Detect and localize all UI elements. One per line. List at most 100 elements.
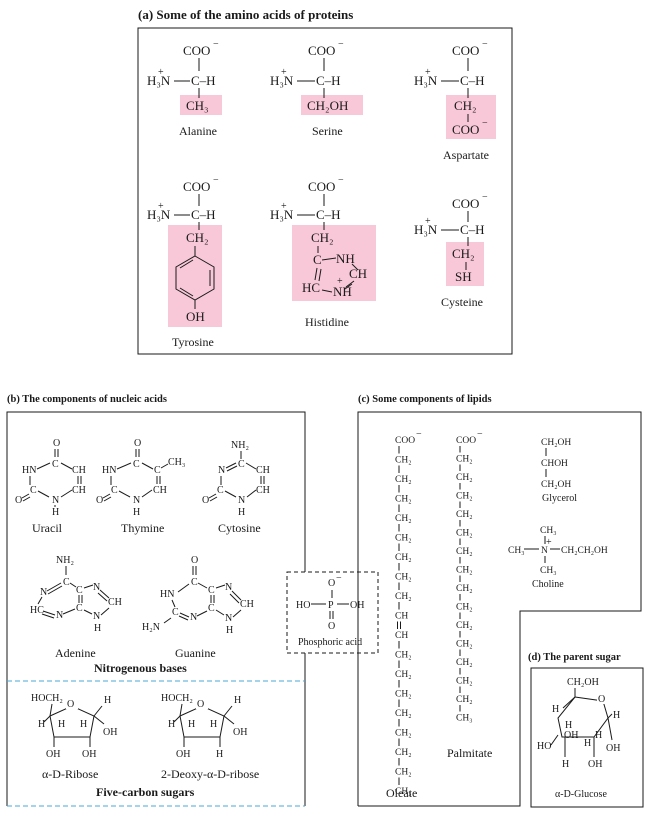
phosphorus: P — [328, 600, 334, 611]
svg-text:C: C — [76, 585, 83, 596]
carboxylate-minus: − — [477, 429, 483, 440]
svg-text:OH: OH — [564, 730, 578, 741]
oleate-unit: CH — [395, 612, 408, 622]
svg-text:C: C — [154, 465, 161, 476]
serine-hydroxymethyl: CH₂OH — [307, 98, 348, 113]
palmitate-unit: CH₂ — [456, 455, 473, 465]
svg-text:N: N — [40, 587, 47, 598]
svg-text:C: C — [30, 485, 37, 496]
alanine-side-chain-highlight — [180, 95, 222, 115]
oleate-unit: CH₂ — [395, 768, 412, 778]
tyrosine-alpha-carbon: C–H — [191, 207, 216, 222]
aspartate-side-chain-highlight — [446, 95, 496, 139]
oleate-unit: CH₂ — [395, 534, 412, 544]
ribose-label: α-D-Ribose — [42, 767, 98, 781]
oleate-unit: CH₂ — [395, 475, 412, 485]
svg-text:N: N — [93, 611, 100, 622]
tyrosine-minus: − — [213, 175, 219, 186]
phosphoric-acid-label: Phosphoric acid — [298, 637, 362, 648]
deoxyribose-structure: HOCH₂ O H OH H H H OH H 2-Deoxy-α-D-ribo… — [161, 693, 259, 781]
svg-text:O: O — [67, 699, 74, 710]
aspartate-methylene: CH₂ — [454, 98, 477, 113]
cysteine-alpha-carbon: C–H — [460, 222, 485, 237]
svg-text:CH₂OH: CH₂OH — [541, 438, 571, 448]
cytosine-structure: NH₂ N C CH CH C N H O Cytosine — [202, 440, 270, 535]
phosphoric-top-oxygen: O — [328, 578, 335, 589]
oleate-unit: CH₂ — [395, 729, 412, 739]
guanine-structure: O C HN C H₂N N C C N CH N H Guanine — [142, 555, 254, 660]
svg-text:H: H — [565, 720, 572, 731]
palmitate-unit: CH₂ — [456, 529, 473, 539]
cysteine-label: Cysteine — [441, 295, 483, 309]
choline-plus: + — [546, 537, 552, 548]
ribose-ring — [49, 705, 95, 738]
palmitate-unit: CH₂ — [456, 695, 473, 705]
oleate-unit: CH₂ — [395, 456, 412, 466]
svg-text:N: N — [541, 546, 548, 556]
svg-text:N: N — [238, 495, 245, 506]
svg-text:HO: HO — [537, 741, 551, 752]
tyrosine-structure: COO − H₃N + C–H CH₂ OH Tyrosine — [147, 175, 222, 349]
svg-text:C: C — [208, 585, 215, 596]
histidine-structure: COO − H₃N + C–H CH₂ C NH CH + NH HC Hist… — [270, 175, 376, 329]
phosphoric-ho: HO — [296, 600, 310, 611]
palmitate-unit: CH₂ — [456, 640, 473, 650]
oleate-unit: CH₂ — [395, 748, 412, 758]
serine-side-chain-highlight — [301, 95, 363, 115]
alanine-methyl: CH₃ — [186, 98, 209, 113]
phosphoric-acid: O − HO P OH O Phosphoric acid — [286, 571, 379, 654]
histidine-alpha-carbon: C–H — [316, 207, 341, 222]
panel-d-parent-sugar: (d) The parent sugar CH₂OH O H H H OH H … — [528, 652, 644, 808]
panel-d-frame — [530, 667, 644, 808]
svg-text:N: N — [190, 612, 197, 623]
serine-plus: + — [281, 67, 287, 78]
panel-a-title: (a) Some of the amino acids of proteins — [138, 7, 353, 22]
tyrosine-hydroxyl: OH — [186, 309, 205, 324]
svg-text:OH: OH — [176, 749, 190, 760]
svg-text:N: N — [56, 610, 63, 621]
svg-text:CHOH: CHOH — [541, 459, 568, 469]
aspartate-carboxylate: COO — [452, 43, 479, 58]
aspartate-side-carboxylate: COO — [452, 122, 479, 137]
serine-alpha-carbon: C–H — [316, 73, 341, 88]
panel-b-title: (b) The components of nucleic acids — [7, 394, 167, 405]
histidine-minus: − — [338, 175, 344, 186]
carboxylate-minus: − — [416, 429, 422, 440]
aspartate-minus: − — [482, 39, 488, 50]
svg-text:H: H — [238, 507, 245, 518]
alanine-minus: − — [213, 39, 219, 50]
panel-a-frame — [137, 27, 513, 355]
svg-text:N: N — [218, 465, 225, 476]
svg-text:H: H — [168, 719, 175, 730]
svg-text:CH: CH — [72, 485, 86, 496]
histidine-ring-ch: CH — [349, 266, 367, 281]
ribose-structure: HOCH₂ O H OH H H H OH OH α-D-Ribose — [31, 693, 117, 781]
cysteine-side-chain-highlight — [446, 242, 484, 286]
svg-text:H: H — [52, 507, 59, 518]
svg-text:H: H — [38, 719, 45, 730]
palmitate-unit: CH₂ — [456, 658, 473, 668]
palmitate-unit: CH₂ — [456, 584, 473, 594]
svg-text:H: H — [210, 719, 217, 730]
svg-text:O: O — [15, 495, 22, 506]
palmitate-unit: CH₂ — [456, 547, 473, 557]
svg-text:HOCH₂: HOCH₂ — [161, 693, 193, 704]
svg-text:CH₃: CH₃ — [540, 566, 557, 576]
guanine-label: Guanine — [175, 646, 216, 660]
deoxyribose-label: 2-Deoxy-α-D-ribose — [161, 767, 259, 781]
svg-text:NH₂: NH₂ — [231, 440, 249, 451]
palmitate-unit: CH₂ — [456, 510, 473, 520]
svg-text:H: H — [562, 759, 569, 770]
tyrosine-amino: H₃N — [147, 207, 171, 222]
histidine-label: Histidine — [305, 315, 349, 329]
oleate-chain: COO−CH₂CH₂CH₂CH₂CH₂CH₂CH₂CH₂CHCHCH₂CH₂CH… — [395, 429, 422, 797]
svg-text:H: H — [595, 730, 602, 741]
oleate-unit: CH₂ — [395, 573, 412, 583]
svg-text:CH: CH — [72, 465, 86, 476]
svg-text:H: H — [94, 623, 101, 634]
tyrosine-plus: + — [158, 201, 164, 212]
svg-text:CH₃: CH₃ — [540, 526, 557, 536]
uracil-structure: O HN C CH CH C N H O Uracil — [15, 438, 86, 535]
svg-text:N: N — [52, 495, 59, 506]
uracil-label: Uracil — [32, 521, 63, 535]
